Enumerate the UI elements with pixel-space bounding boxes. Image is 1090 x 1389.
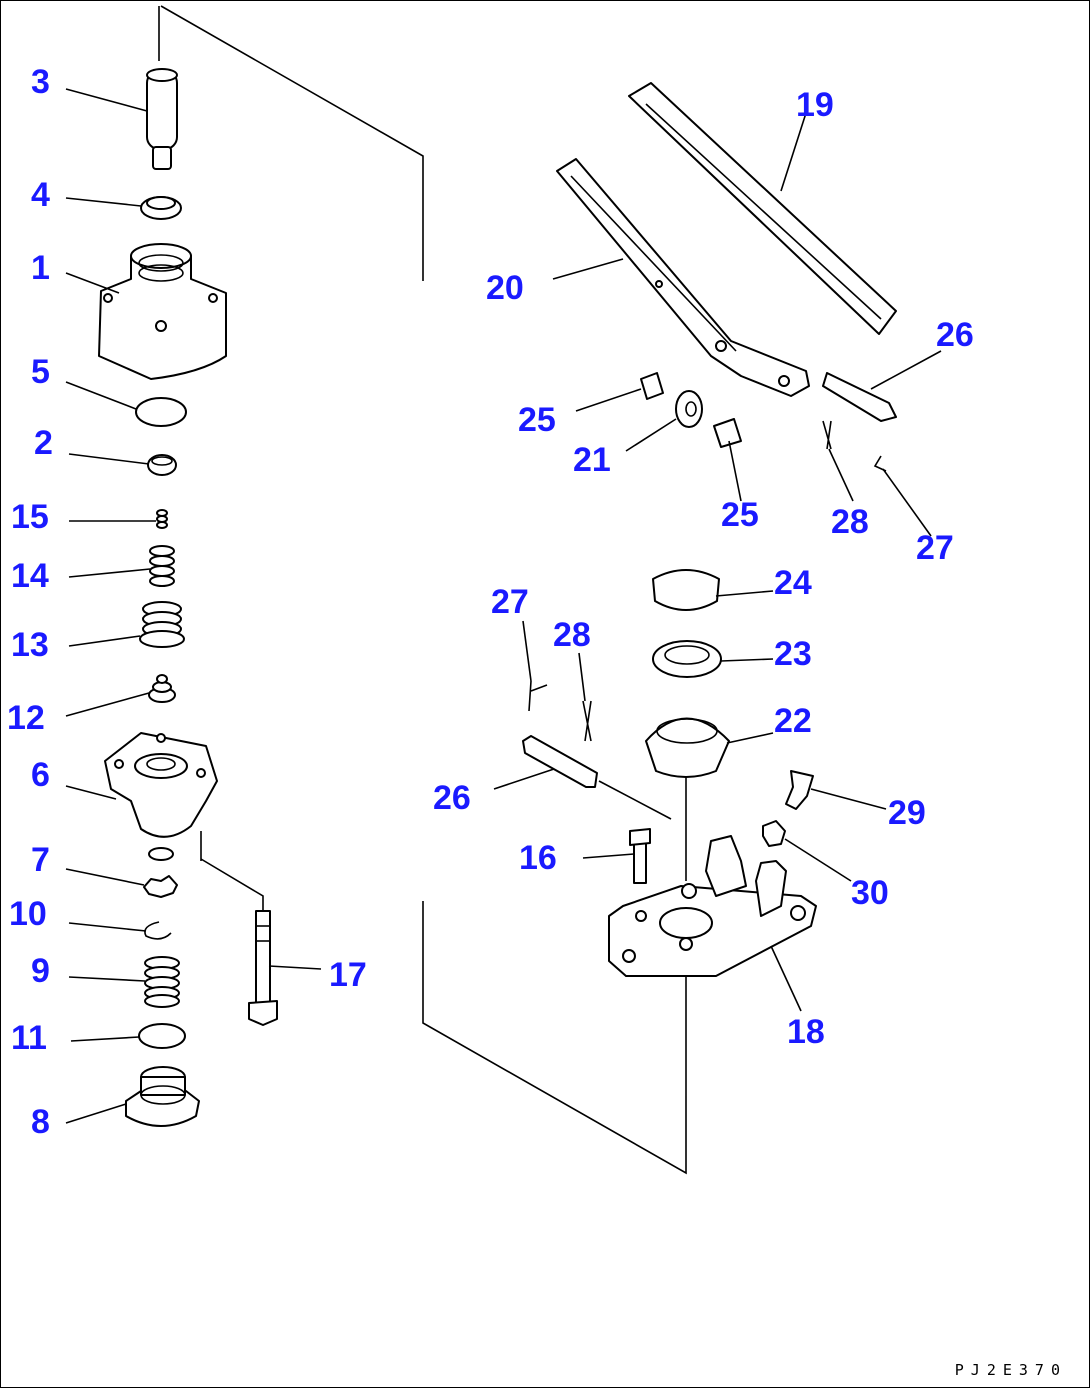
part-19-pedal-pad — [628, 82, 897, 335]
callout-5: 5 — [31, 353, 50, 391]
part-7-washer — [143, 875, 178, 898]
callout-23: 23 — [774, 635, 812, 673]
drawing-code: PJ2E370 — [954, 1361, 1067, 1379]
part-14-spring — [149, 545, 175, 587]
callout-27-upper: 27 — [916, 529, 954, 567]
part-2-spool-cap — [147, 454, 177, 476]
part-20-pedal-arm — [556, 158, 810, 397]
callout-26-lower: 26 — [433, 779, 471, 817]
part-13-spring — [139, 601, 185, 648]
part-5-o-ring — [135, 397, 187, 427]
callout-17: 17 — [329, 956, 367, 994]
part-22-boot — [645, 717, 730, 778]
part-28-cotter-pin-a — [822, 420, 832, 450]
callout-26-upper: 26 — [936, 316, 974, 354]
part-30-nut — [762, 820, 786, 847]
part-26-pin-b — [522, 735, 598, 788]
callout-27-lower: 27 — [491, 583, 529, 621]
part-10-snap-ring — [144, 921, 172, 940]
part-25-bushing-b — [713, 418, 742, 448]
part-25-bushing-a — [640, 372, 664, 400]
callout-7: 7 — [31, 841, 50, 879]
callout-15: 15 — [11, 498, 49, 536]
callout-16: 16 — [519, 839, 557, 877]
part-23-seal — [652, 640, 722, 678]
callout-10: 10 — [9, 895, 47, 933]
part-24-cap — [652, 569, 720, 611]
callout-18: 18 — [787, 1013, 825, 1051]
callout-25-upper: 25 — [518, 401, 556, 439]
callout-28-lower: 28 — [553, 616, 591, 654]
callout-6: 6 — [31, 756, 50, 794]
part-8-plug — [125, 1066, 200, 1127]
callout-9: 9 — [31, 952, 50, 990]
callout-22: 22 — [774, 702, 812, 740]
part-27-clip-b — [528, 680, 548, 712]
part-27-clip-a — [873, 455, 887, 472]
callout-20: 20 — [486, 269, 524, 307]
part-29-fitting — [785, 770, 814, 810]
part-3-plunger — [146, 68, 178, 170]
part-4-seal — [140, 196, 182, 220]
callout-11: 11 — [11, 1019, 47, 1057]
callout-28-upper: 28 — [831, 503, 869, 541]
callout-labels: 3 4 1 5 2 15 14 13 12 6 7 10 9 11 8 17 1… — [7, 63, 974, 1141]
callout-1: 1 — [31, 249, 50, 287]
part-15-small-spring — [156, 509, 168, 529]
callout-8: 8 — [31, 1103, 50, 1141]
callout-19: 19 — [796, 86, 834, 124]
assembly-boundary-lines — [158, 5, 687, 1175]
callout-29: 29 — [888, 794, 926, 832]
callout-30: 30 — [851, 874, 889, 912]
callout-2: 2 — [34, 424, 53, 462]
callout-3: 3 — [31, 63, 50, 101]
part-21-roller — [675, 390, 703, 428]
part-1-body — [98, 243, 227, 380]
callout-21: 21 — [573, 441, 611, 479]
part-6-cover — [104, 732, 218, 861]
part-9-spring — [144, 956, 180, 1008]
part-18-bracket — [608, 835, 817, 977]
leader-lines — [65, 88, 942, 1124]
callout-25-lower: 25 — [721, 496, 759, 534]
part-12-spool — [148, 674, 176, 703]
callout-4: 4 — [31, 176, 50, 214]
callout-12: 12 — [7, 699, 45, 737]
part-17-bolt — [248, 910, 278, 1026]
part-11-o-ring — [138, 1023, 186, 1049]
part-28-cotter-pin-b — [582, 700, 592, 742]
callout-14: 14 — [11, 557, 49, 595]
part-26-pin-a — [822, 372, 897, 422]
callout-24: 24 — [774, 564, 812, 602]
part-16-bolt — [629, 828, 651, 884]
callout-13: 13 — [11, 626, 49, 664]
